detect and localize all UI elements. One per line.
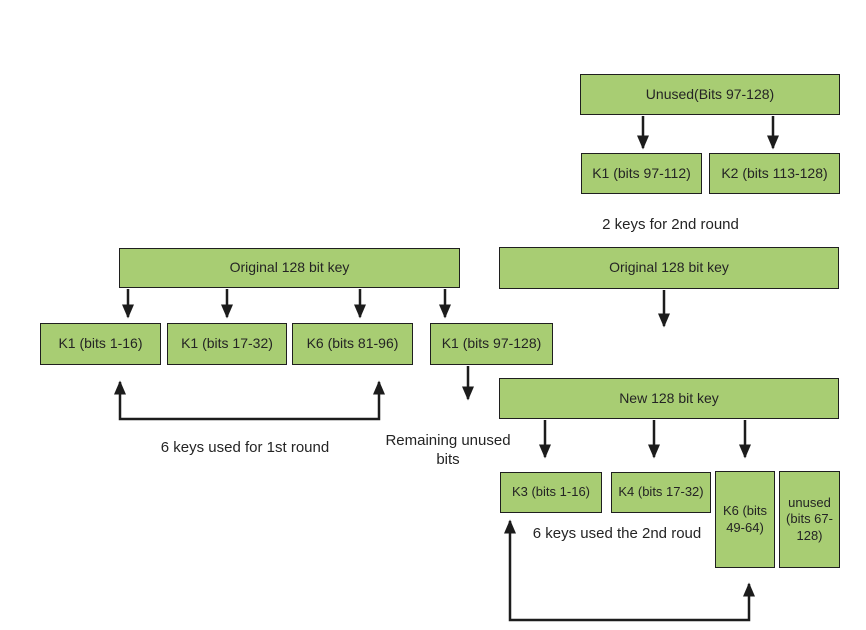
- note-remaining-unused-bits: Remaining unused bits: [385, 432, 511, 468]
- box-unused-bits-67-128: unused (bits 67-128): [779, 471, 840, 568]
- box-original-128-bit-key-round1: Original 128 bit key: [119, 248, 460, 288]
- box-k1-bits-97-112: K1 (bits 97-112): [581, 153, 702, 194]
- caption-2-keys-2nd-round: 2 keys for 2nd round: [602, 216, 739, 233]
- box-k6-bits-49-64: K6 (bits 49-64): [715, 471, 775, 568]
- caption-6-keys-2nd-round: 6 keys used the 2nd roud: [532, 525, 702, 542]
- box-k1-bits-17-32: K1 (bits 17-32): [167, 323, 287, 365]
- box-new-128-bit-key: New 128 bit key: [499, 378, 839, 419]
- box-k4-bits-17-32: K4 (bits 17-32): [611, 472, 711, 513]
- box-original-128-bit-key-round2: Original 128 bit key: [499, 247, 839, 289]
- bracket-arrow-round1: [114, 380, 385, 421]
- box-k6-bits-81-96: K6 (bits 81-96): [292, 323, 413, 365]
- caption-6-keys-1st-round: 6 keys used for 1st round: [160, 439, 330, 456]
- box-k3-bits-1-16: K3 (bits 1-16): [500, 472, 602, 513]
- box-k2-bits-113-128: K2 (bits 113-128): [709, 153, 840, 194]
- box-k1-bits-97-128: K1 (bits 97-128): [430, 323, 553, 365]
- box-k1-bits-1-16: K1 (bits 1-16): [40, 323, 161, 365]
- box-unused-bits-97-128: Unused(Bits 97-128): [580, 74, 840, 115]
